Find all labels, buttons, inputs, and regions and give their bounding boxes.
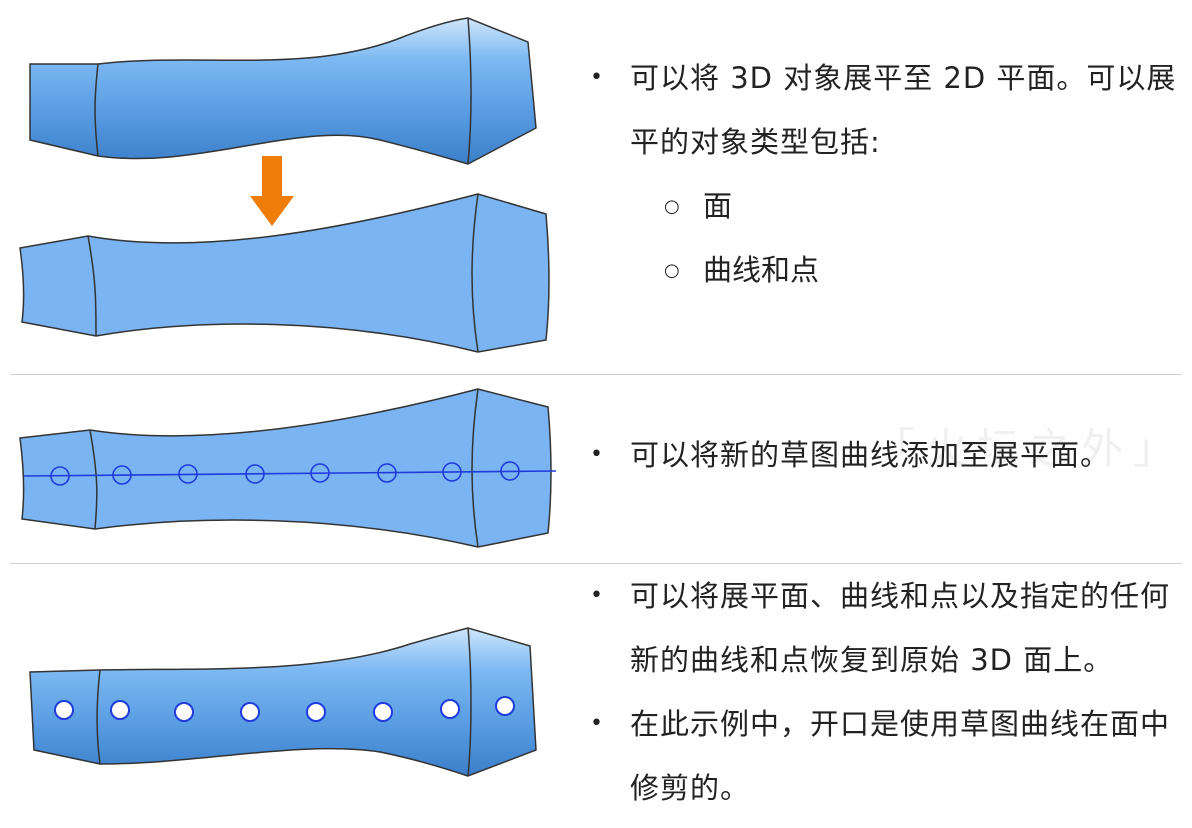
bullet-text: 可以将 3D 对象展平至 2D 平面。可以展平的对象类型包括: (630, 61, 1177, 159)
opening-hole (54, 700, 74, 720)
opening-hole (373, 702, 393, 722)
sketch-illustration (0, 375, 570, 563)
bullet-dot-icon: • (590, 65, 604, 90)
bullet-text: 可以将新的草图曲线添加至展平面。 (630, 438, 1111, 472)
restore-figure (29, 627, 537, 777)
divider (10, 374, 1182, 375)
sketch-circle (500, 461, 520, 481)
sub-item-curves-points: ○ 曲线和点 (590, 238, 1180, 302)
sub-item-face: ○ 面 (590, 174, 1180, 238)
sketch-circle (442, 462, 462, 482)
bullet-text: 可以将展平面、曲线和点以及指定的任何新的曲线和点恢复到原始 3D 面上。 (630, 579, 1171, 677)
sketch-circle (50, 466, 70, 486)
sub-item-text: 面 (703, 189, 733, 223)
openings (54, 696, 515, 722)
surface-3d (29, 17, 537, 165)
sketch-circle (178, 464, 198, 484)
section-flatten-intro: • 可以将 3D 对象展平至 2D 平面。可以展平的对象类型包括: ○ 面 ○ … (0, 0, 1192, 374)
down-arrow-icon (250, 156, 294, 226)
divider (10, 563, 1182, 564)
sketch-figure (19, 388, 557, 548)
bullet-text: 在此示例中，开口是使用草图曲线在面中修剪的。 (630, 707, 1171, 805)
opening-hole (495, 696, 515, 716)
bullet-flatten: • 可以将 3D 对象展平至 2D 平面。可以展平的对象类型包括: (590, 46, 1180, 174)
hollow-circle-icon: ○ (664, 260, 680, 281)
sketch-circle (377, 463, 397, 483)
opening-hole (306, 702, 326, 722)
flatten-text: • 可以将 3D 对象展平至 2D 平面。可以展平的对象类型包括: ○ 面 ○ … (590, 46, 1180, 302)
flatten-illustration (0, 0, 570, 374)
bullet-dot-icon: • (590, 442, 604, 467)
restore-text: • 可以将展平面、曲线和点以及指定的任何新的曲线和点恢复到原始 3D 面上。 •… (590, 564, 1180, 820)
sketch-circle (245, 464, 265, 484)
sub-item-text: 曲线和点 (703, 253, 820, 287)
bullet-dot-icon: • (590, 583, 604, 608)
section-sketch-curves: 「火坛之外」 • 可以将新的草图曲线添加至展平面。 (0, 375, 1192, 563)
flattened-surface (19, 388, 552, 548)
sketch-circle (310, 463, 330, 483)
bullet-example: • 在此示例中，开口是使用草图曲线在面中修剪的。 (590, 692, 1180, 820)
restored-surface (29, 627, 537, 777)
bullet-dot-icon: • (590, 711, 604, 736)
restore-illustration (0, 564, 570, 828)
bullet-sketch: • 可以将新的草图曲线添加至展平面。 (590, 423, 1180, 487)
section-restore: • 可以将展平面、曲线和点以及指定的任何新的曲线和点恢复到原始 3D 面上。 •… (0, 564, 1192, 828)
surface-2d (19, 193, 550, 353)
hollow-circle-icon: ○ (664, 196, 680, 217)
opening-hole (174, 702, 194, 722)
opening-hole (110, 700, 130, 720)
sketch-circle (112, 465, 132, 485)
watermark: 「火坛之外」 (873, 424, 1186, 473)
sketch-text: • 可以将新的草图曲线添加至展平面。 (590, 423, 1180, 487)
bullet-restore: • 可以将展平面、曲线和点以及指定的任何新的曲线和点恢复到原始 3D 面上。 (590, 564, 1180, 692)
sketch-circles (50, 461, 520, 486)
flatten-figure (19, 17, 550, 353)
opening-hole (440, 699, 460, 719)
opening-hole (240, 702, 260, 722)
